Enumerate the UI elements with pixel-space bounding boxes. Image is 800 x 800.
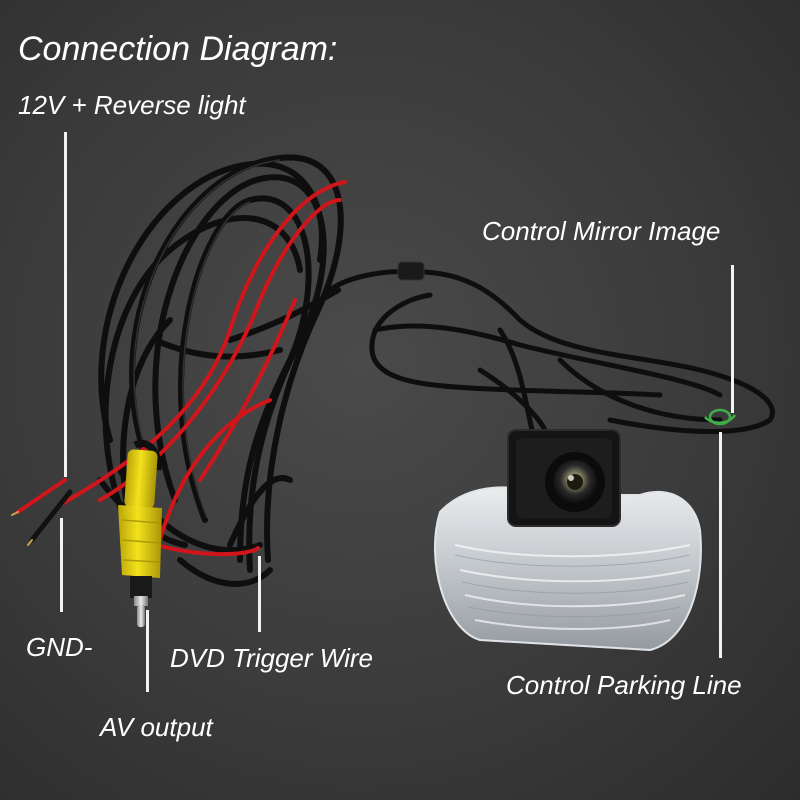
leader-line-gnd <box>60 518 63 612</box>
label-gnd: GND- <box>26 632 93 662</box>
leader-line-dvd-trigger <box>258 556 261 632</box>
diagram-title: Connection Diagram: <box>18 30 338 68</box>
leader-line-mirror <box>731 265 734 413</box>
label-av-output: AV output <box>100 712 213 742</box>
label-power: 12V + Reverse light <box>18 90 246 120</box>
camera-housing <box>433 486 702 652</box>
label-parking: Control Parking Line <box>506 670 742 700</box>
camera-body <box>507 429 621 527</box>
label-mirror: Control Mirror Image <box>482 216 721 246</box>
plug-connector <box>397 261 425 281</box>
label-dvd-trigger: DVD Trigger Wire <box>170 643 373 673</box>
rca-connector <box>118 439 162 627</box>
red-cable-coil <box>58 180 347 557</box>
leader-line-power <box>64 132 67 477</box>
wire-stubs <box>11 478 73 546</box>
camera-cable <box>327 269 775 434</box>
black-cable-highlights <box>133 159 281 519</box>
leader-line-parking <box>719 432 722 658</box>
green-loop-wire <box>704 408 737 426</box>
leader-line-av-output <box>146 610 149 692</box>
